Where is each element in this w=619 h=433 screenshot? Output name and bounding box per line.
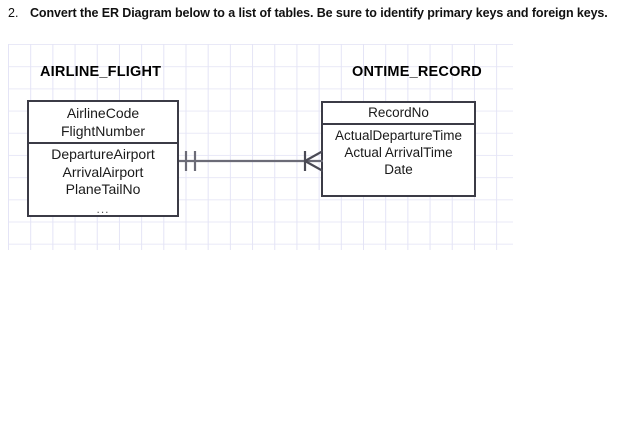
attribute-arrival-airport: ArrivalAirport [62,163,144,180]
entity-box-ontime-record[interactable]: RecordNo ActualDepartureTime Actual Arri… [321,101,476,197]
question-number: 2. [8,6,19,20]
entity-title-ontime-record: ONTIME_RECORD [352,64,482,80]
attribute-airline-code: AirlineCode [66,105,140,121]
entity-box-airline-flight[interactable]: AirlineCode FlightNumber DepartureAirpor… [27,100,179,217]
entity-title-airline-flight: AIRLINE_FLIGHT [40,64,162,80]
attribute-plane-tail-no: PlaneTailNo [65,181,141,197]
attribute-actual-arrival-time: Actual ArrivalTime [344,145,453,160]
entity-key-section-airline-flight: AirlineCode FlightNumber [29,102,177,144]
attribute-date: Date [384,162,413,177]
entity-key-section-ontime-record: RecordNo [323,103,474,125]
attribute-ellipsis: ... [96,201,110,216]
attribute-actual-departure-time: ActualDepartureTime [334,128,463,143]
cardinality-many-crows-foot-marker [303,150,323,172]
question-text: Convert the ER Diagram below to a list o… [30,6,608,20]
question-block: 2. Convert the ER Diagram below to a lis… [8,4,612,23]
relationship-connector[interactable] [179,148,323,174]
attribute-departure-airport: DepartureAirport [51,146,155,162]
attribute-record-no: RecordNo [368,105,429,120]
entity-attribute-section-airline-flight: DepartureAirport ArrivalAirport PlaneTai… [29,144,177,221]
entity-attribute-section-ontime-record: ActualDepartureTime Actual ArrivalTime D… [323,125,474,180]
cardinality-one-and-only-one-marker [184,151,197,171]
attribute-flight-number: FlightNumber [60,122,146,139]
